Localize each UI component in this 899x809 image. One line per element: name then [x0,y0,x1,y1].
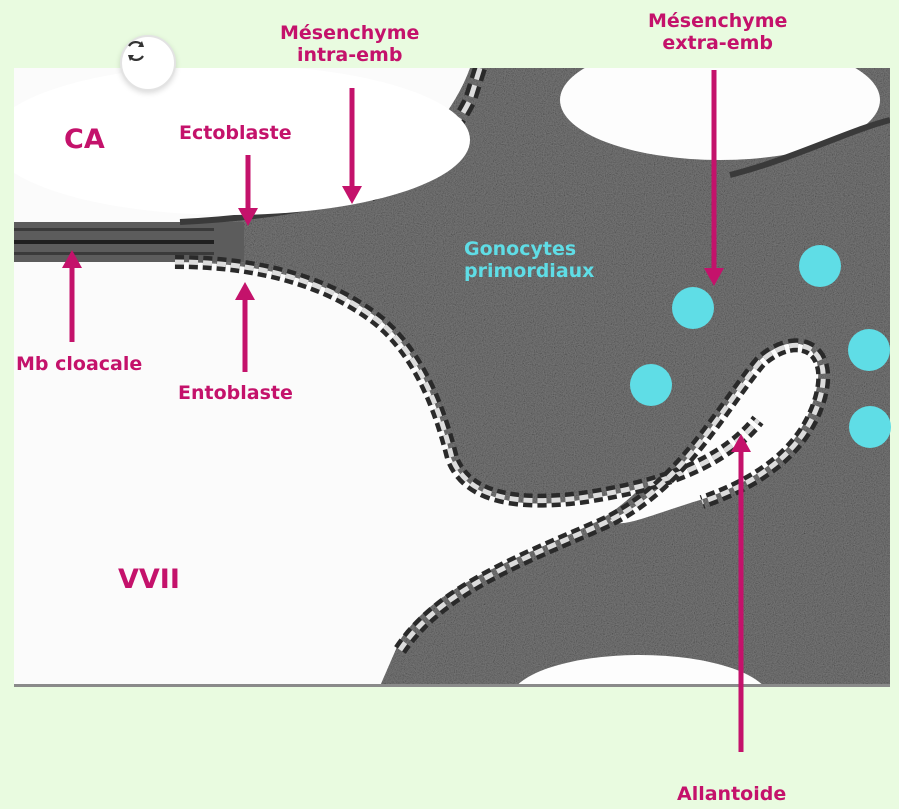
label-mesenchyme-intra-line2: intra-emb [280,44,419,66]
label-gonocytes-line1: Gonocytes [464,238,594,260]
gonocyte-dot [848,329,890,371]
label-entoblaste: Entoblaste [178,382,293,404]
label-vvii: VVII [118,565,180,595]
label-mesenchyme-extra: Mésenchyme extra-emb [648,10,787,54]
refresh-icon [122,37,150,65]
label-mesenchyme-intra-line1: Mésenchyme [280,22,419,44]
label-ectoblaste: Ectoblaste [179,122,292,144]
label-mb-cloacale: Mb cloacale [16,353,142,375]
gonocyte-dot [630,364,672,406]
gonocyte-dot [799,245,841,287]
gonocyte-dot [849,406,891,448]
photo-border [14,684,890,687]
label-gonocytes-line2: primordiaux [464,260,594,282]
gonocyte-dot [672,287,714,329]
label-mesenchyme-extra-line2: extra-emb [648,32,787,54]
lower-lumen [510,655,770,745]
refresh-button[interactable] [120,35,176,91]
label-ca: CA [64,125,105,155]
label-gonocytes: Gonocytes primordiaux [464,238,594,282]
label-mesenchyme-intra: Mésenchyme intra-emb [280,22,419,66]
label-allantoide: Allantoide [677,783,786,805]
label-mesenchyme-extra-line1: Mésenchyme [648,10,787,32]
